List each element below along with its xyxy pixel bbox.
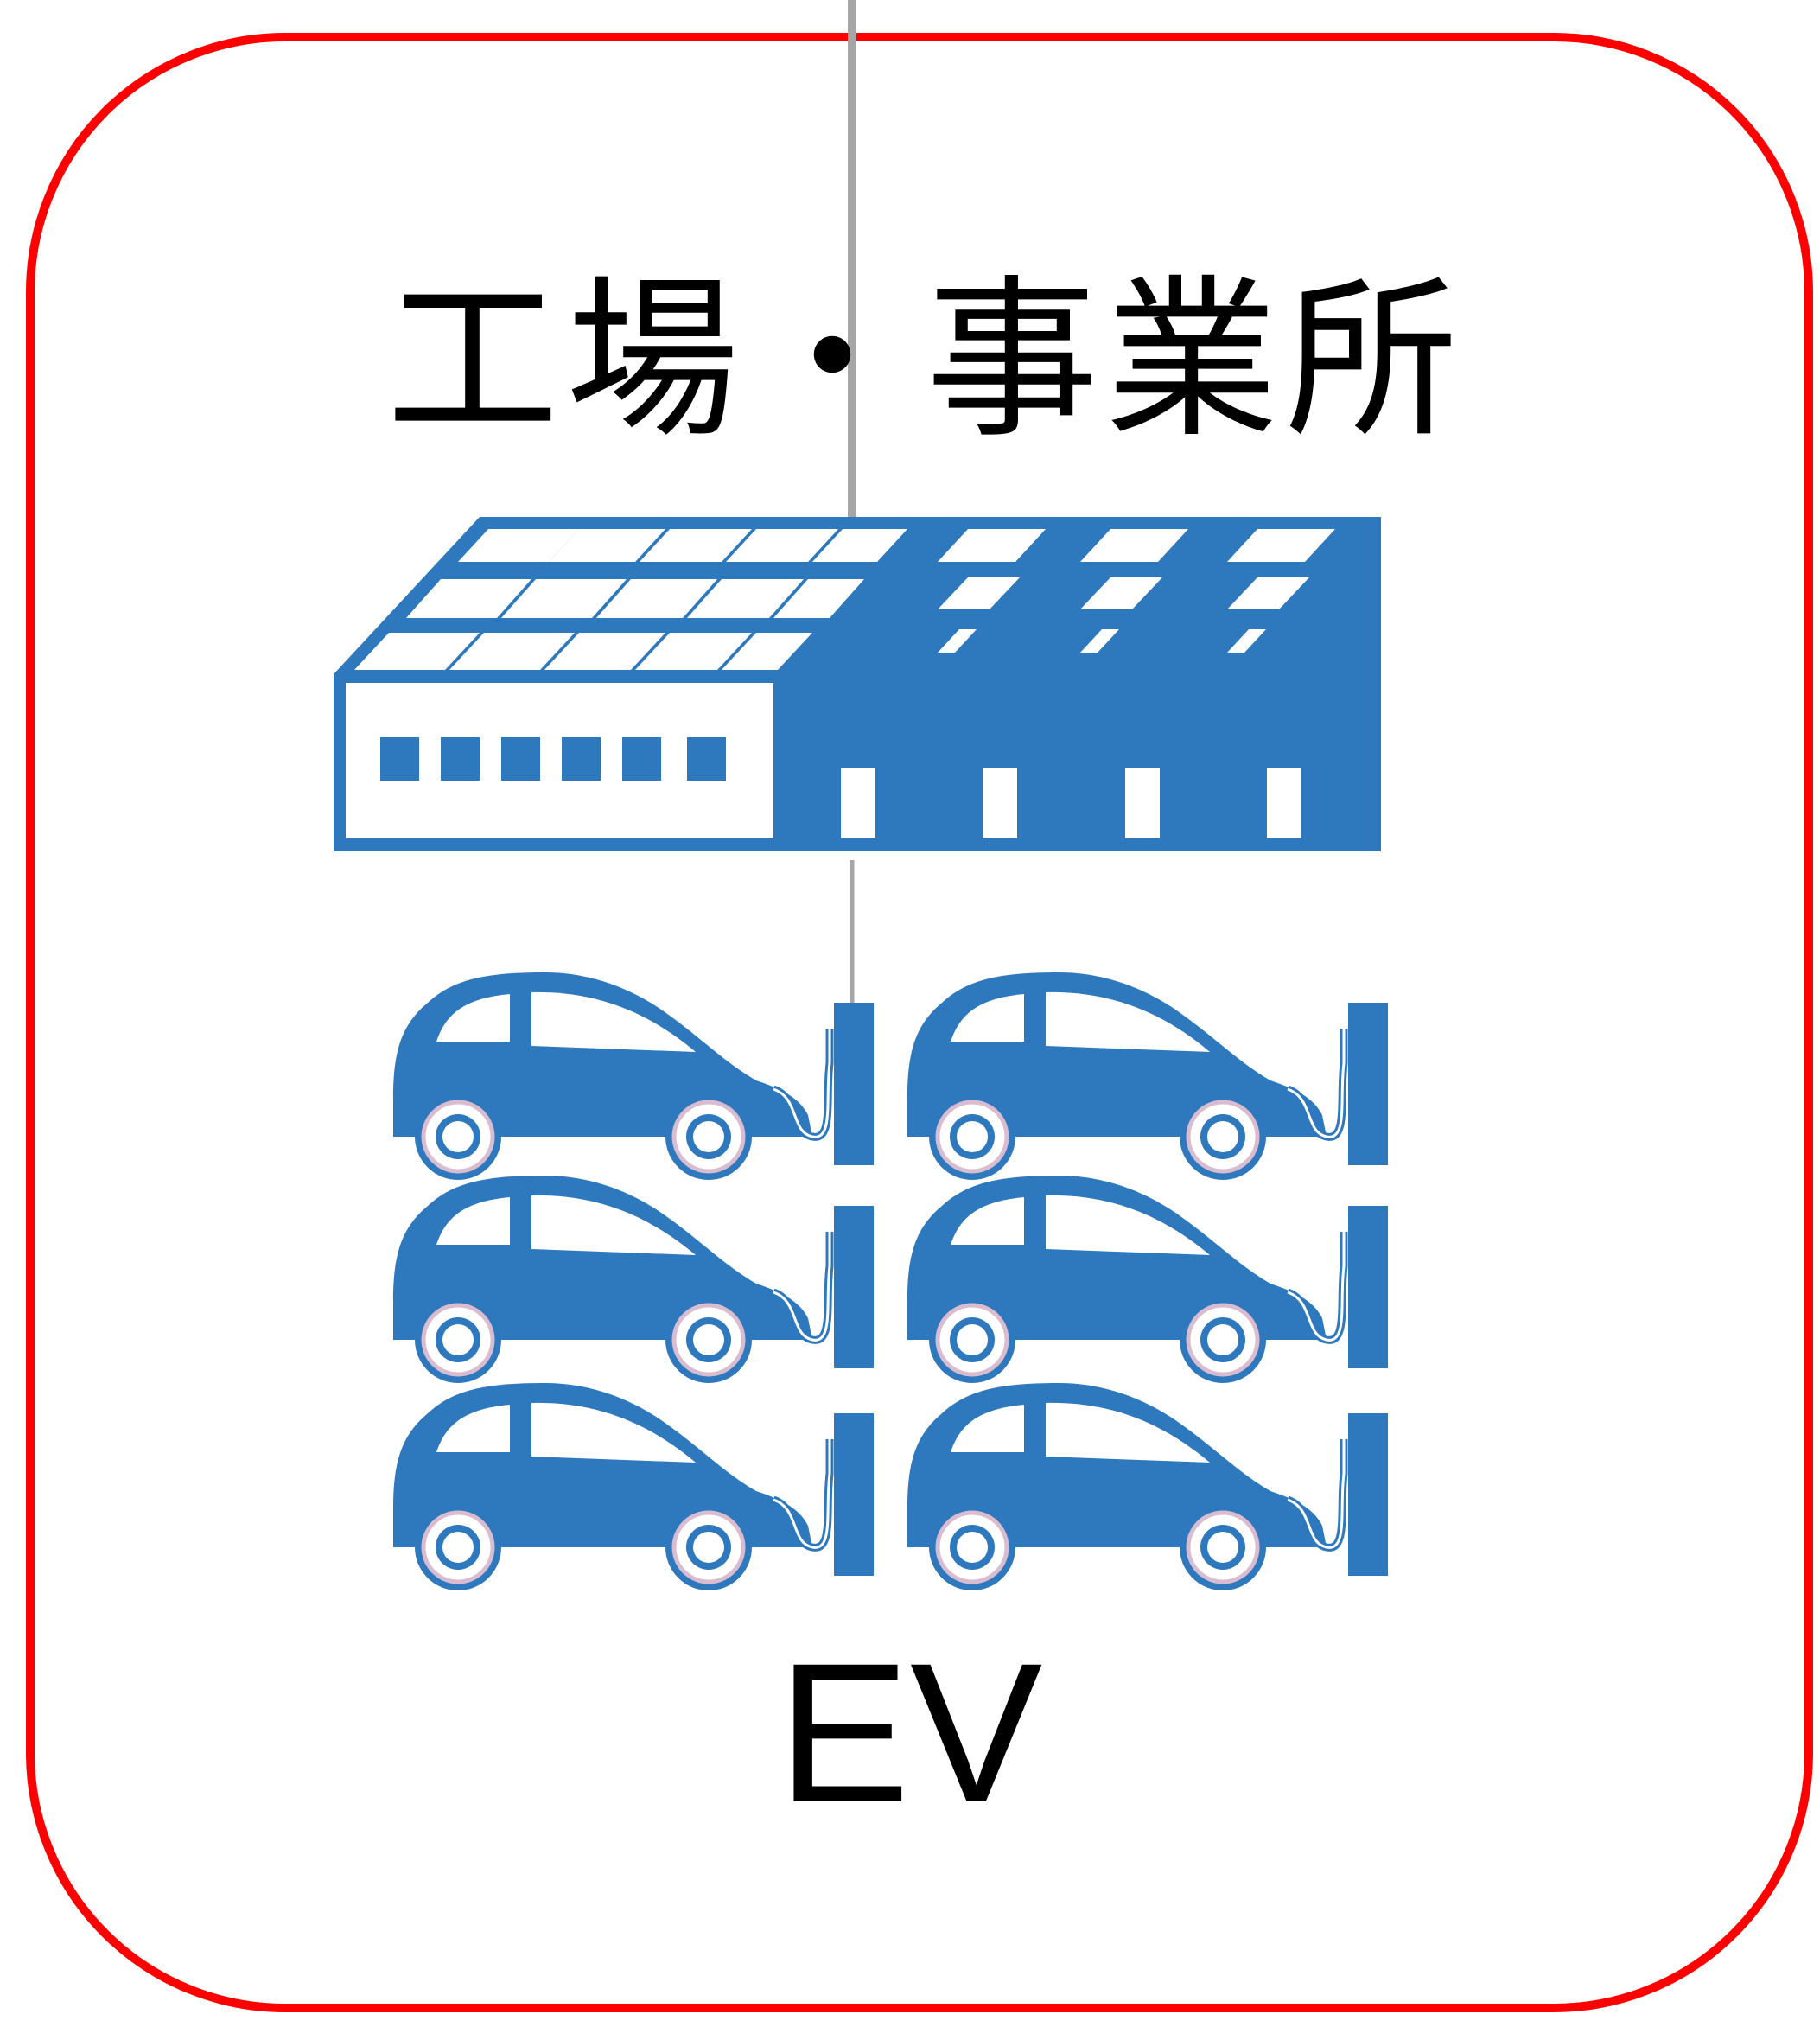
- ev-charging-car-icon: [393, 972, 874, 1180]
- ev-label: EV: [777, 1622, 1043, 1844]
- ev-charging-car-icon: [907, 1383, 1388, 1590]
- site-title: 工場・事業所: [385, 260, 1465, 462]
- factory-with-solar-panels-icon: [334, 517, 1381, 851]
- ev-charging-car-icon: [907, 1176, 1388, 1383]
- ev-charging-car-icon: [907, 972, 1388, 1180]
- ev-charging-cars-group: [393, 972, 1388, 1590]
- ev-charging-car-icon: [393, 1176, 874, 1383]
- ev-charging-car-icon: [393, 1383, 874, 1590]
- site-boundary-frame: [26, 33, 1813, 2012]
